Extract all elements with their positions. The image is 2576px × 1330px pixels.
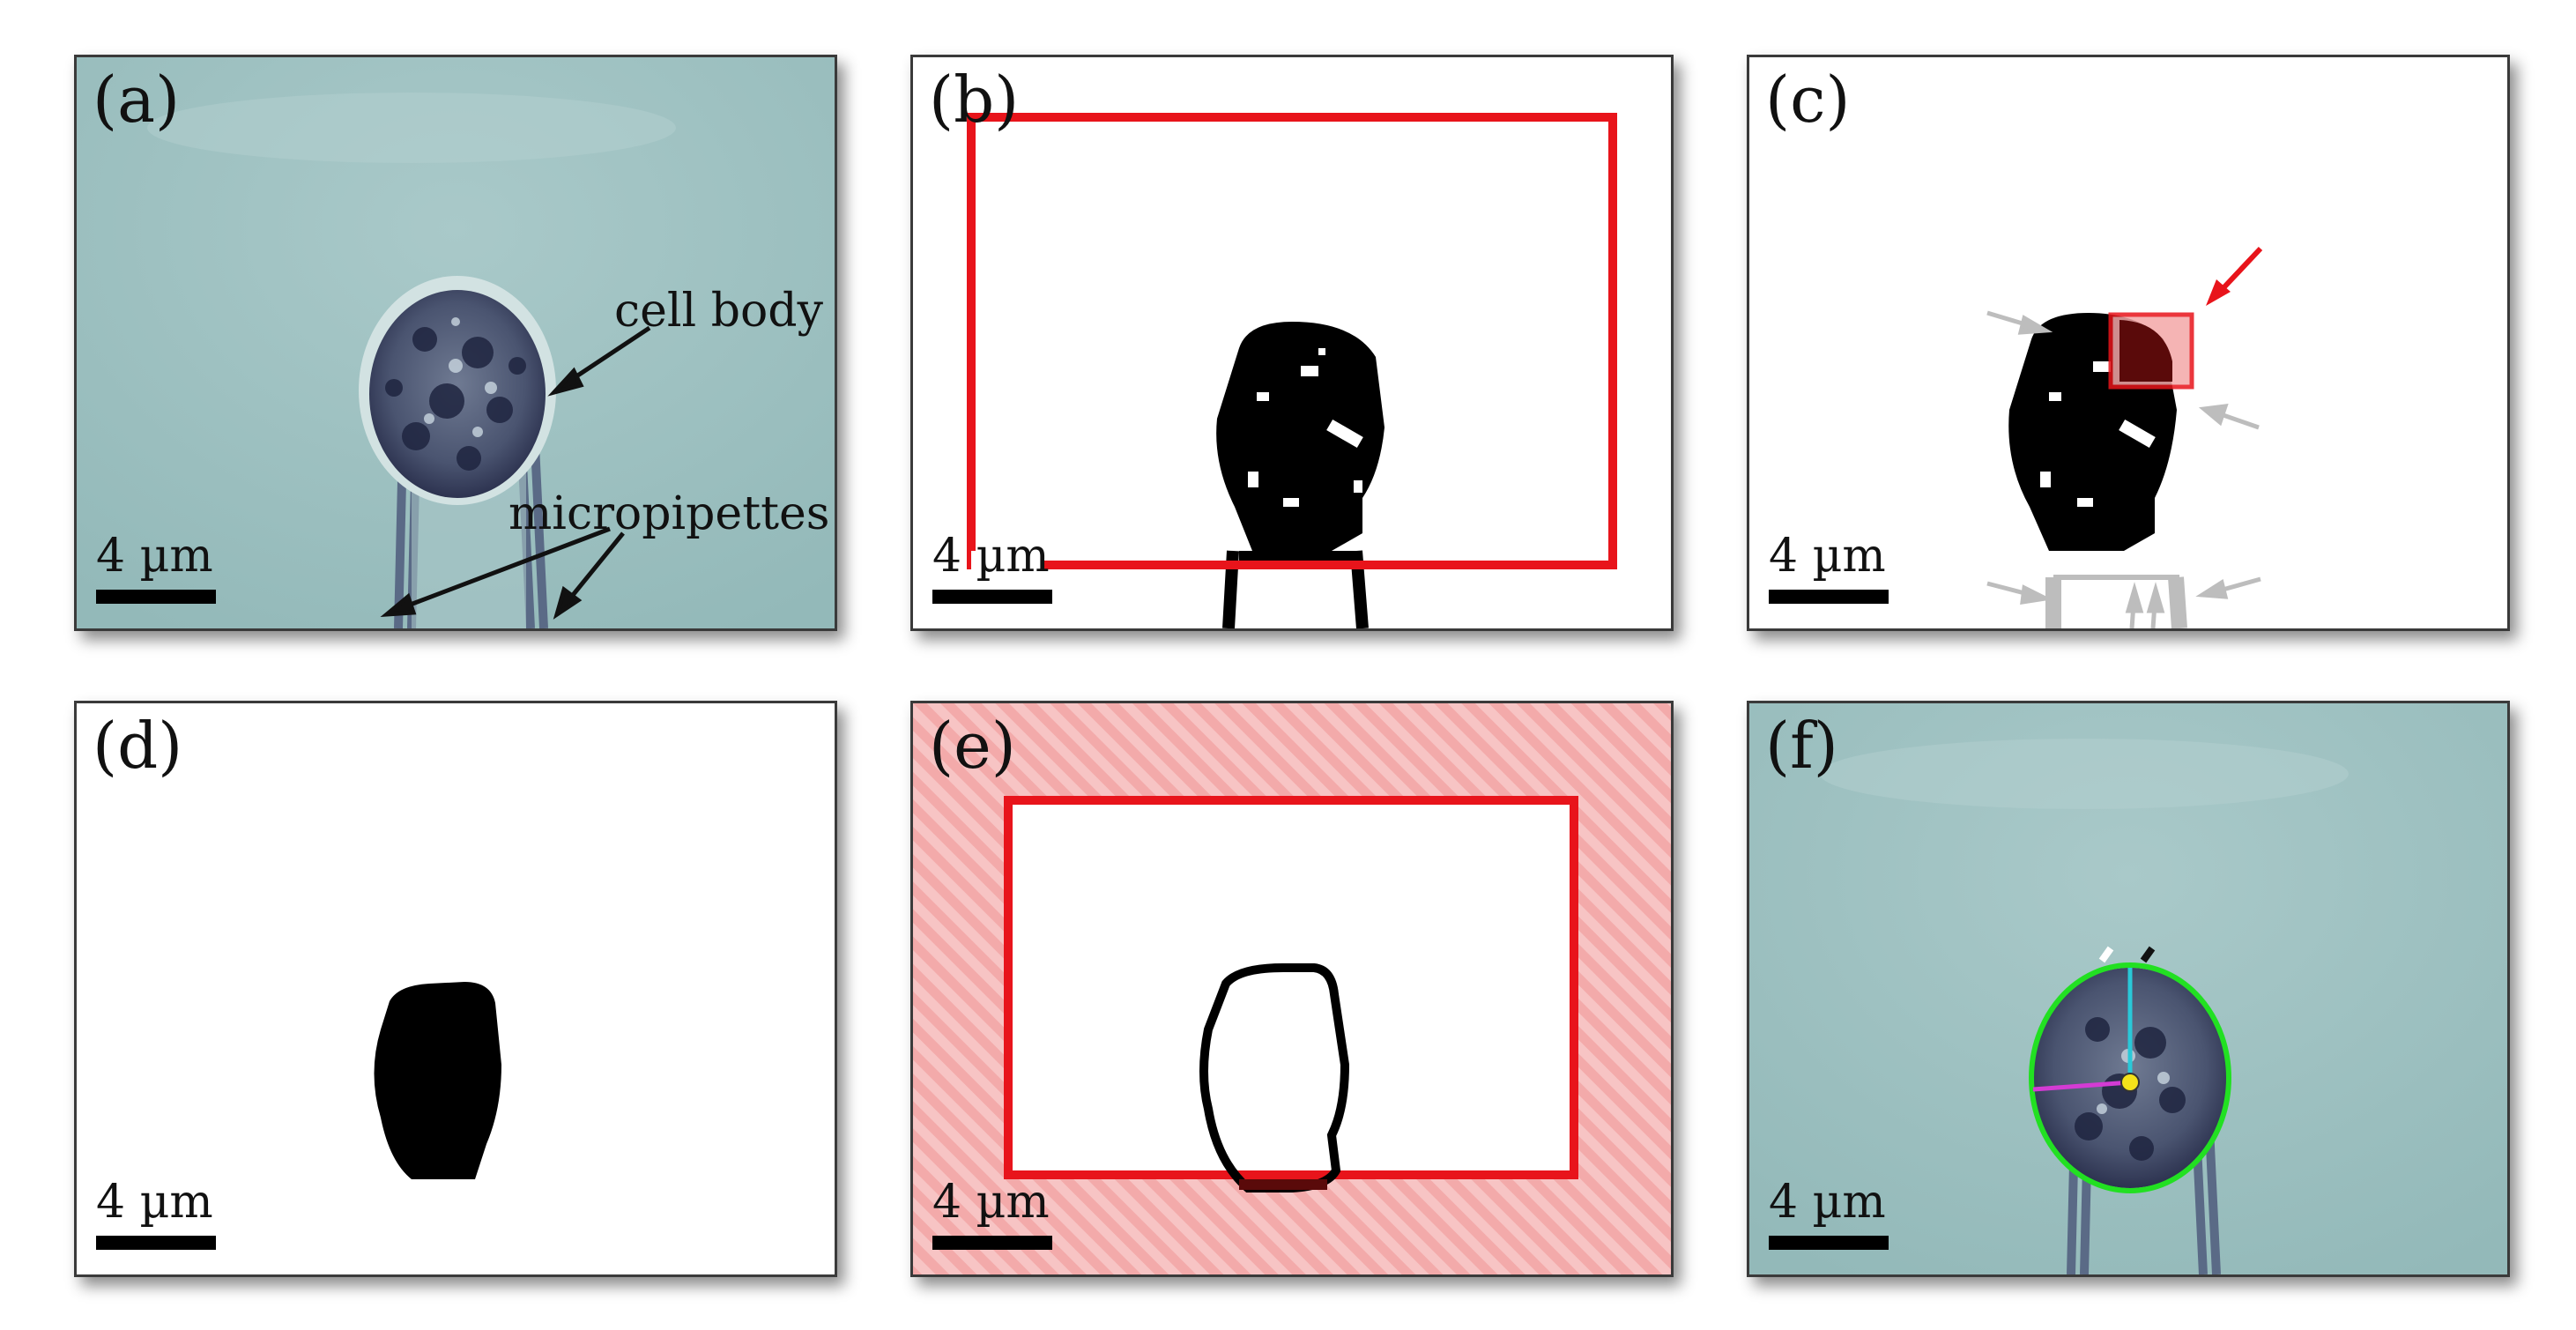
scale-bar bbox=[1769, 1236, 1889, 1250]
scale-bar bbox=[932, 1236, 1052, 1250]
gray-arrows bbox=[1986, 310, 2261, 628]
cell-texture bbox=[385, 327, 526, 471]
scale-bar-label: 4 µm bbox=[1769, 1176, 1886, 1229]
panel-c-binary bbox=[1749, 57, 2507, 628]
panel-label: (b) bbox=[929, 63, 1020, 137]
scale-bar-label: 4 µm bbox=[932, 530, 1050, 583]
filled-cell bbox=[374, 982, 501, 1179]
panel-f: (f) 4 µm bbox=[1747, 701, 2510, 1277]
scale-bar-label: 4 µm bbox=[1769, 530, 1886, 583]
scale-bar bbox=[96, 590, 216, 604]
scale-bar-label: 4 µm bbox=[932, 1176, 1050, 1229]
panel-label: (f) bbox=[1765, 709, 1838, 783]
panel-e: (e) 4 µm bbox=[910, 701, 1674, 1277]
panel-label: (c) bbox=[1765, 63, 1851, 137]
panel-e-contour bbox=[913, 703, 1671, 1274]
scale-bar-label: 4 µm bbox=[96, 1176, 213, 1229]
panel-d-filled bbox=[77, 703, 835, 1274]
panel-c: (c) 4 µm bbox=[1747, 55, 2510, 631]
scale-bar bbox=[1769, 590, 1889, 604]
center-point bbox=[2120, 1073, 2140, 1092]
panel-b: (b) 4 µm bbox=[910, 55, 1674, 631]
panel-label: (a) bbox=[93, 63, 181, 137]
micropipettes-label: micropipettes bbox=[509, 487, 830, 540]
horizontal-radius bbox=[2032, 1080, 2131, 1092]
panel-label: (e) bbox=[929, 709, 1016, 783]
panel-d: (d) 4 µm bbox=[74, 701, 837, 1277]
annotation-arrows bbox=[380, 325, 651, 620]
panel-a: (a) cell body micropipettes 4 µm bbox=[74, 55, 837, 631]
bounding-box bbox=[967, 113, 1617, 569]
scale-bar-label: 4 µm bbox=[96, 530, 213, 583]
panel-f-micrograph bbox=[1749, 703, 2507, 1274]
panel-b-binary bbox=[913, 57, 1671, 628]
panel-label: (d) bbox=[93, 709, 183, 783]
bounding-box bbox=[1004, 796, 1578, 1179]
cell-body-label: cell body bbox=[614, 285, 823, 338]
scale-bar bbox=[96, 1236, 216, 1250]
fit-circle bbox=[2029, 962, 2231, 1193]
scale-bar bbox=[932, 590, 1052, 604]
cell-contour bbox=[1199, 963, 1350, 1193]
panel-a-micrograph bbox=[77, 57, 835, 628]
